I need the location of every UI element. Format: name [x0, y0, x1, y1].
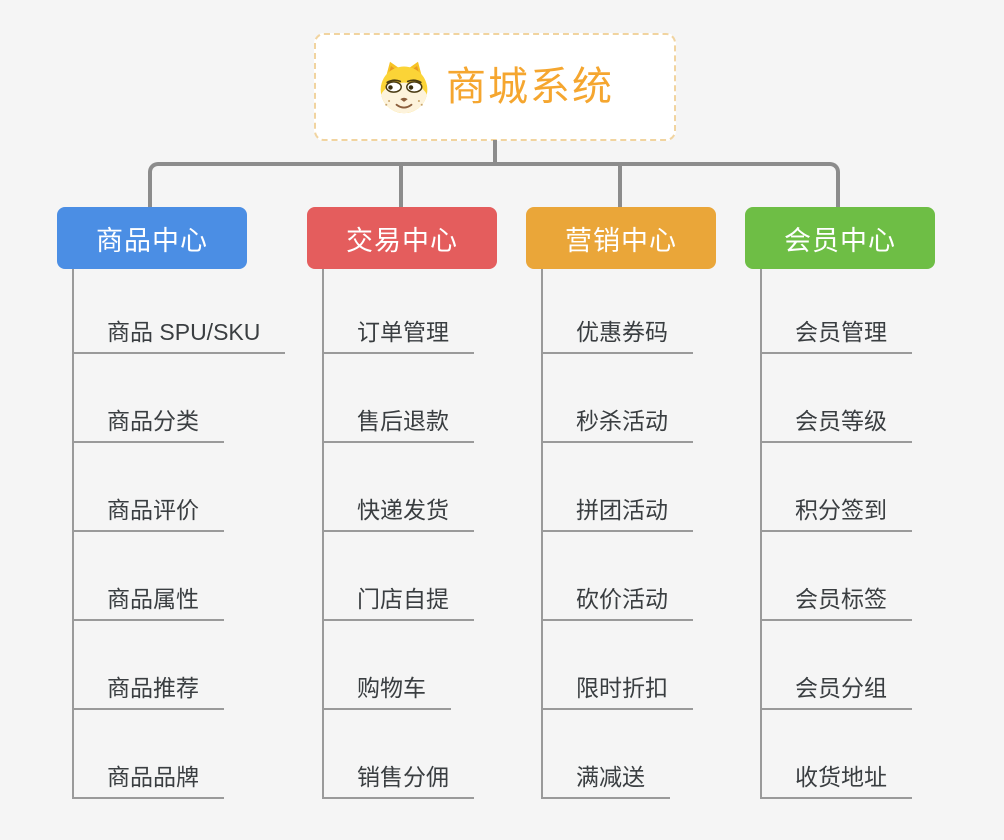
leaf-node[interactable]: 商品推荐 — [72, 673, 224, 710]
connector-bus — [148, 162, 840, 208]
leaf-node[interactable]: 门店自提 — [322, 584, 474, 621]
connector-drop-3 — [618, 166, 622, 208]
branch-marketing-center: 营销中心 优惠券码 秒杀活动 拼团活动 砍价活动 限时折扣 满减送 — [526, 207, 716, 807]
root-node[interactable]: 商城系统 — [314, 33, 676, 141]
leaf-node[interactable]: 会员标签 — [760, 584, 912, 621]
leaf-node[interactable]: 商品 SPU/SKU — [72, 317, 286, 354]
branch-node-marketing-center[interactable]: 营销中心 — [526, 207, 716, 269]
branch-node-product-center[interactable]: 商品中心 — [57, 207, 247, 269]
leaf-node[interactable]: 商品属性 — [72, 584, 224, 621]
leaf-node[interactable]: 收货地址 — [760, 762, 912, 799]
branch-trunk-line — [760, 269, 762, 799]
root-title: 商城系统 — [446, 65, 614, 109]
branch-trunk-line — [541, 269, 543, 799]
leaf-node[interactable]: 优惠券码 — [541, 317, 693, 354]
leaf-node[interactable]: 砍价活动 — [541, 584, 693, 621]
branch-node-trade-center[interactable]: 交易中心 — [307, 207, 497, 269]
connector-drop-2 — [399, 166, 403, 208]
branch-trade-center: 交易中心 订单管理 售后退款 快递发货 门店自提 购物车 销售分佣 — [307, 207, 497, 807]
leaf-node[interactable]: 秒杀活动 — [541, 406, 693, 443]
leaf-node[interactable]: 积分签到 — [760, 495, 912, 532]
leaf-node[interactable]: 会员等级 — [760, 406, 912, 443]
leaf-node[interactable]: 商品分类 — [72, 406, 224, 443]
leaf-node[interactable]: 拼团活动 — [541, 495, 693, 532]
dog-face-icon — [380, 61, 428, 114]
leaf-node[interactable]: 订单管理 — [322, 317, 474, 354]
branch-node-member-center[interactable]: 会员中心 — [745, 207, 935, 269]
branch-trunk-line — [72, 269, 74, 799]
branch-product-center: 商品中心 商品 SPU/SKU 商品分类 商品评价 商品属性 商品推荐 商品品牌 — [57, 207, 286, 807]
leaf-node[interactable]: 购物车 — [322, 673, 451, 710]
leaf-node[interactable]: 销售分佣 — [322, 762, 474, 799]
leaf-node[interactable]: 会员管理 — [760, 317, 912, 354]
leaf-node[interactable]: 会员分组 — [760, 673, 912, 710]
leaf-node[interactable]: 商品评价 — [72, 495, 224, 532]
leaf-node[interactable]: 快递发货 — [322, 495, 474, 532]
leaf-node[interactable]: 满减送 — [541, 762, 670, 799]
leaf-node[interactable]: 限时折扣 — [541, 673, 693, 710]
connector-root-stem — [493, 140, 497, 164]
leaf-node[interactable]: 商品品牌 — [72, 762, 224, 799]
branch-member-center: 会员中心 会员管理 会员等级 积分签到 会员标签 会员分组 收货地址 — [745, 207, 935, 807]
leaf-node[interactable]: 售后退款 — [322, 406, 474, 443]
branch-trunk-line — [322, 269, 324, 799]
